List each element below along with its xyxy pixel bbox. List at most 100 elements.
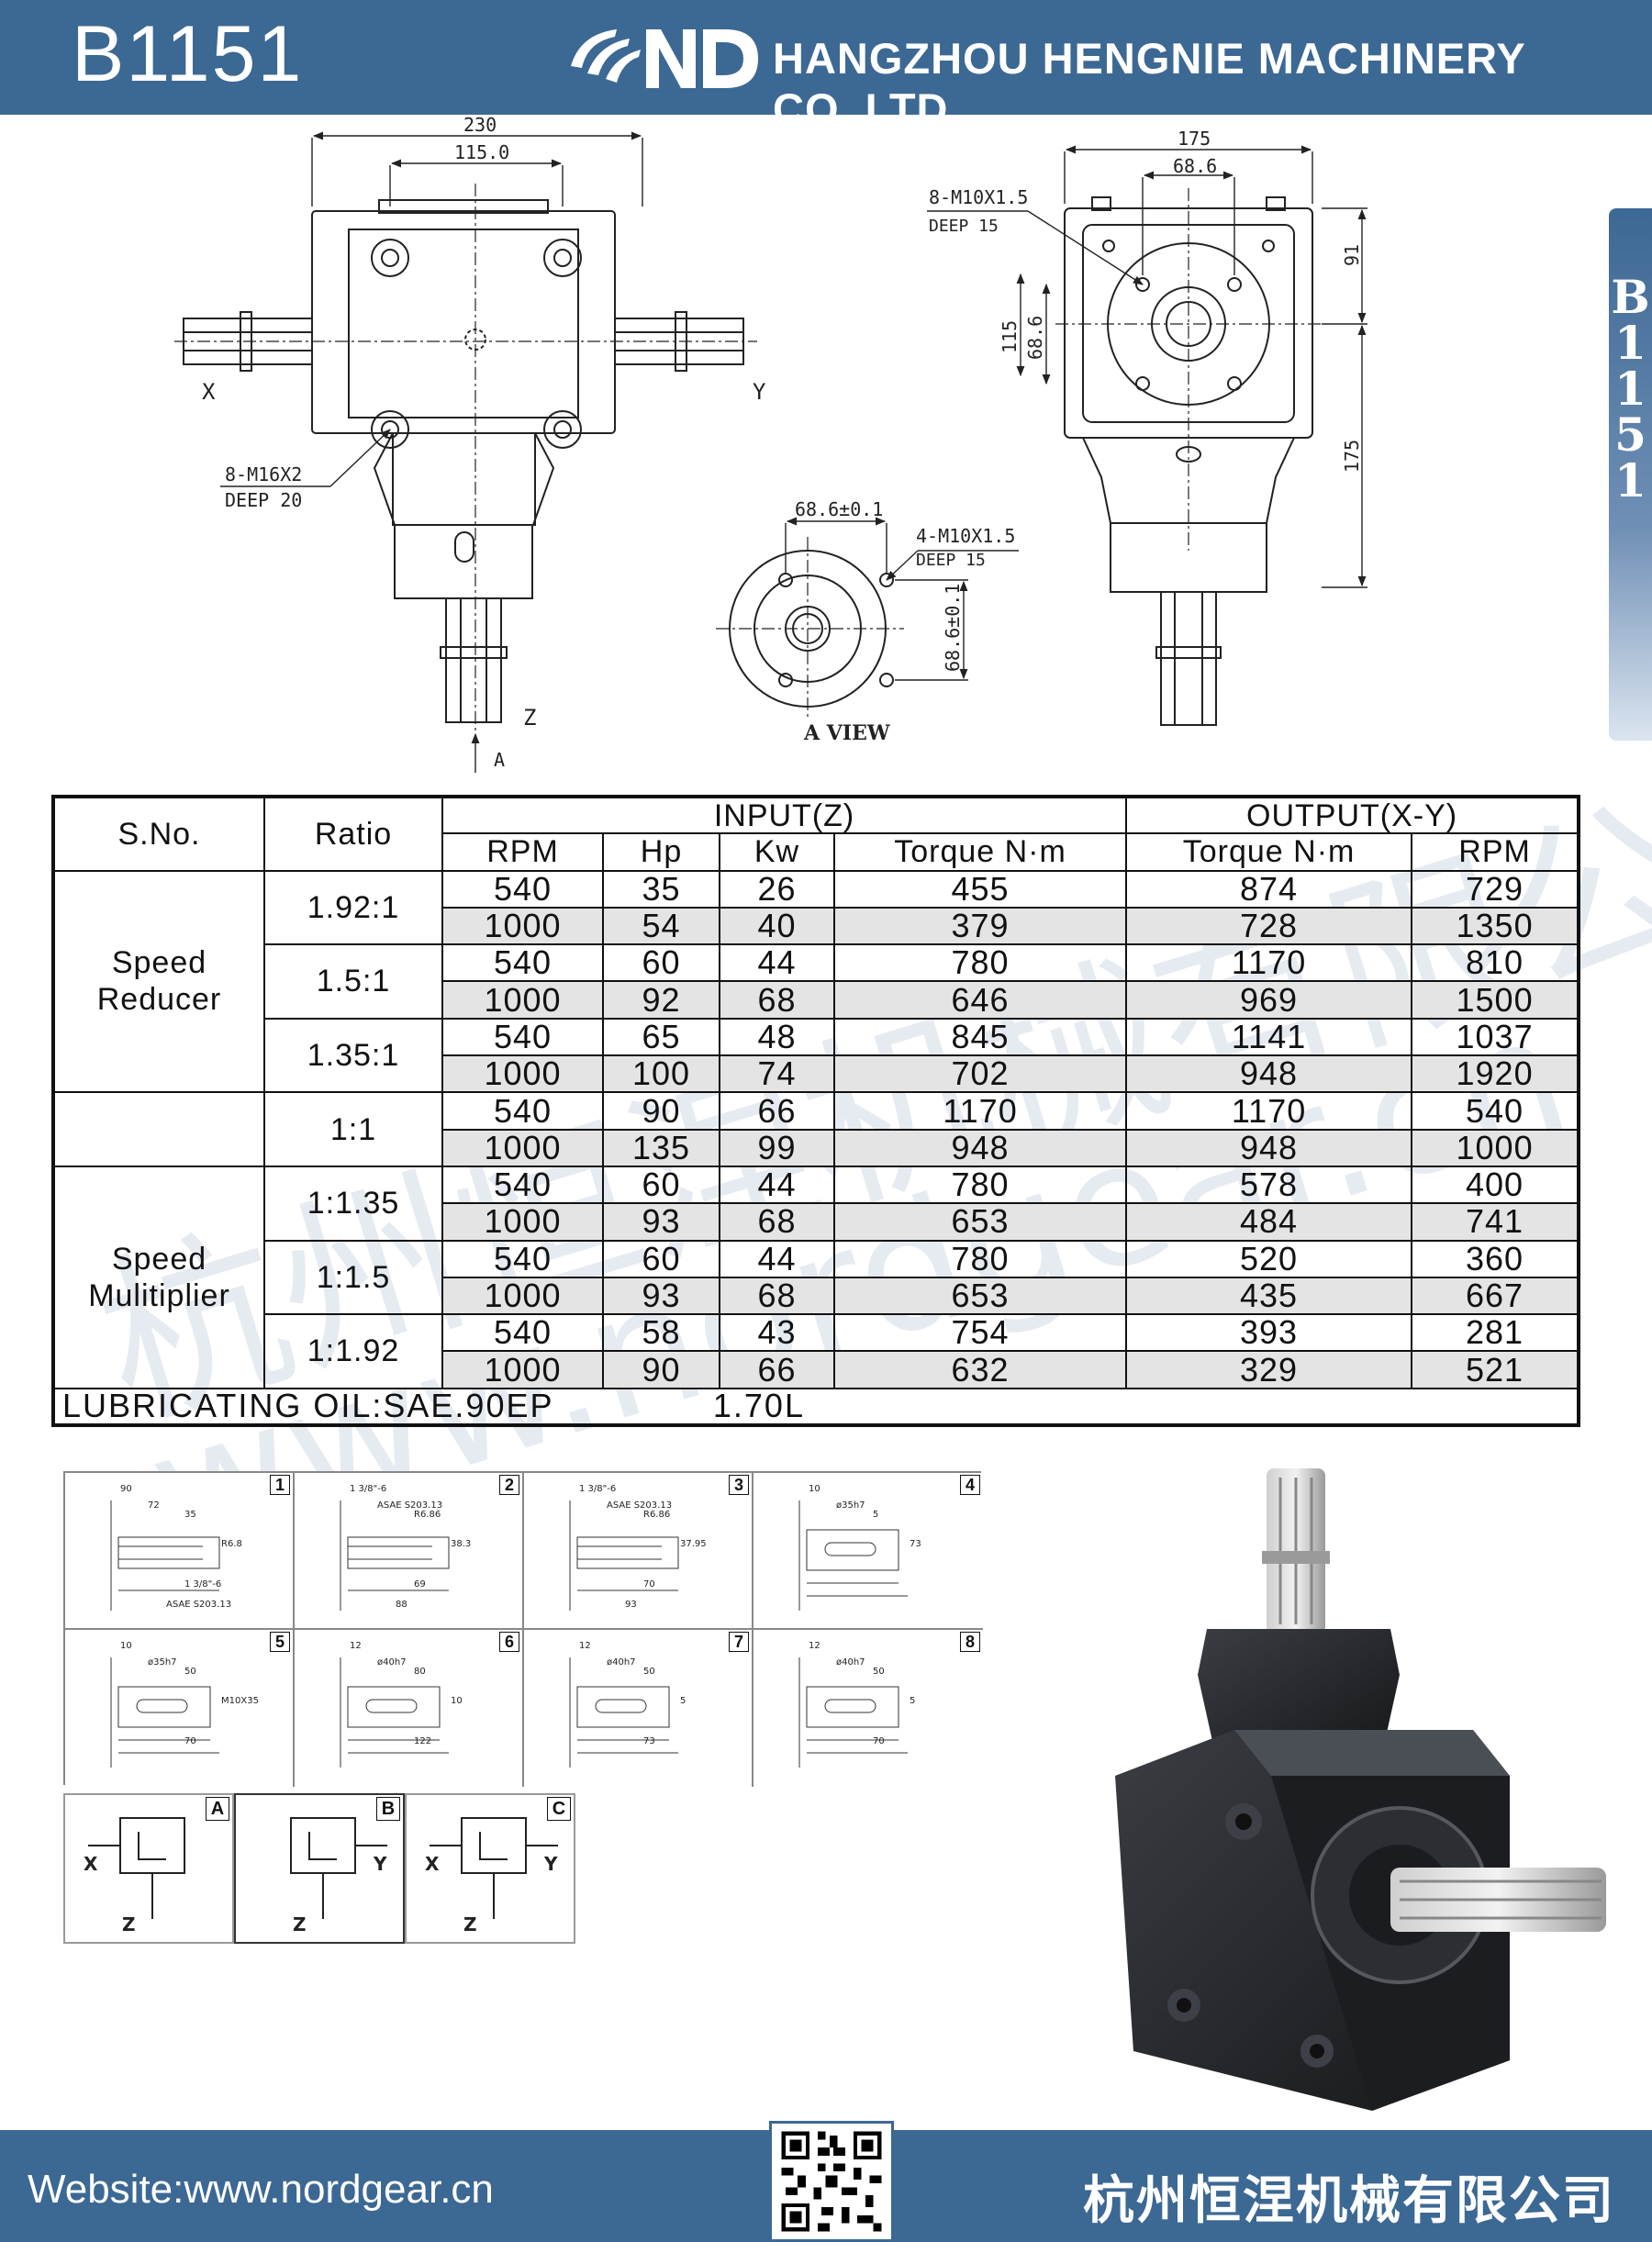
- table-cell: 754: [832, 1313, 1128, 1353]
- table-cell: 1000: [441, 1276, 604, 1316]
- shaft-body: [576, 1536, 679, 1569]
- ratio-cell: 1:1.92: [263, 1313, 443, 1389]
- shaft-dim-label: 5: [873, 1510, 878, 1520]
- shaft-body: [117, 1686, 211, 1728]
- header-input: INPUT(Z): [441, 794, 1128, 835]
- gearbox-photo: [1115, 1468, 1606, 2111]
- table-cell: 540: [441, 869, 604, 909]
- shaft-dim-label: 88: [396, 1600, 407, 1610]
- table-cell: 521: [1411, 1350, 1581, 1389]
- company-name-cn: 杭州恒涅机械有限公司: [1083, 2171, 1615, 2231]
- keyway: [595, 1699, 647, 1713]
- ratio-cell: 1.35:1: [263, 1017, 443, 1094]
- side-dim-width: 175: [1178, 128, 1211, 150]
- table-cell: 135: [602, 1128, 720, 1167]
- shaft-body: [347, 1686, 441, 1728]
- side-bolt-label: 8-M10X1.5: [929, 186, 1028, 208]
- group-cell-empty: [51, 1091, 265, 1167]
- table-cell: 1037: [1411, 1017, 1581, 1057]
- keyway: [365, 1699, 418, 1713]
- table-cell: 1000: [1411, 1128, 1581, 1167]
- shaft-dim-label: R6.8: [221, 1539, 242, 1549]
- shaft-dim-label: 73: [910, 1539, 921, 1549]
- header-bar: B1151 HANGZHOU HENGNIE MACHINERY CO.,LTD: [0, 0, 1652, 133]
- table-cell: 1141: [1125, 1017, 1413, 1057]
- lubricating-oil: LUBRICATING OIL:SAE.90EP: [62, 1387, 553, 1425]
- table-cell: 68: [719, 1202, 835, 1242]
- config-label-y: Y: [373, 1853, 387, 1875]
- table-cell: 845: [832, 1017, 1128, 1057]
- front-bolt-label: 8-M16X2: [225, 463, 302, 485]
- shaft-dim-label: 35: [184, 1510, 196, 1520]
- front-view: [183, 199, 744, 723]
- shaft-dim-label: 38.3: [451, 1539, 471, 1549]
- side-char: 1: [1614, 362, 1646, 416]
- qr-code-icon[interactable]: [769, 2121, 894, 2242]
- table-cell: 780: [832, 1165, 1128, 1205]
- shaft-dim-label: 10: [120, 1641, 132, 1651]
- table-cell: 1500: [1411, 980, 1581, 1020]
- front-dim-width: 230: [463, 115, 497, 136]
- header-sno: S.No.: [51, 795, 265, 872]
- table-cell: 44: [719, 1165, 835, 1205]
- shaft-dim-label: R6.86: [643, 1510, 670, 1520]
- side-dim-68-6: 68.6: [1024, 316, 1046, 360]
- table-cell: 780: [832, 1239, 1128, 1278]
- shaft-option-number: 3: [729, 1475, 749, 1495]
- a-view-bolt-label: 4-M10X1.5: [916, 525, 1015, 547]
- shaft-dim-label: 12: [579, 1641, 591, 1651]
- shaft-dim-label: 90: [120, 1484, 132, 1494]
- table-cell: 484: [1125, 1202, 1413, 1242]
- side-model-tab: B 1 1 5 1: [1609, 208, 1652, 741]
- shaft-dim-label: ø40h7: [377, 1657, 407, 1668]
- table-cell: 1350: [1411, 906, 1581, 946]
- table-cell: 60: [602, 1165, 720, 1205]
- nd-logo-icon: [571, 29, 758, 88]
- config-housing: [290, 1817, 356, 1874]
- front-bolt-depth: DEEP 20: [225, 489, 302, 511]
- table-cell: 92: [602, 980, 720, 1020]
- table-cell: 632: [832, 1350, 1128, 1389]
- config-bevel: [479, 1832, 508, 1860]
- website-link[interactable]: Website:www.nordgear.cn: [28, 2167, 494, 2212]
- side-dim-inner: 68.6: [1173, 155, 1217, 177]
- shaft-body: [806, 1529, 899, 1571]
- table-cell: 1000: [441, 980, 604, 1020]
- lubricating-row: LUBRICATING OIL:SAE.90EP 1.70L: [50, 1387, 1581, 1428]
- shaft-dim-label: 10: [451, 1696, 463, 1706]
- group-name-line2: Reducer: [96, 982, 222, 1018]
- shaft-option-number: 7: [729, 1632, 749, 1652]
- front-dim-half: 115.0: [454, 141, 509, 163]
- table-cell: 540: [441, 1165, 604, 1205]
- ratio-cell: 1:1.5: [263, 1239, 443, 1316]
- table-cell: 393: [1125, 1313, 1413, 1353]
- side-view: [1064, 196, 1313, 726]
- shaft-dim-label: ø35h7: [836, 1500, 865, 1511]
- shaft-dim-label: 1 3/8"-6: [579, 1484, 616, 1494]
- table-cell: 1920: [1411, 1054, 1581, 1094]
- table-cell: 435: [1125, 1276, 1413, 1316]
- keyway: [824, 1542, 876, 1556]
- shaft-dim-label: 50: [873, 1667, 885, 1677]
- table-cell: 810: [1411, 943, 1581, 983]
- config-label-z: Z: [122, 1913, 136, 1935]
- shaft-option-number: 6: [499, 1632, 519, 1652]
- table-cell: 35: [602, 869, 720, 909]
- table-cell: 1170: [832, 1091, 1128, 1131]
- shaft-dim-label: ASAE S203.13: [377, 1500, 442, 1511]
